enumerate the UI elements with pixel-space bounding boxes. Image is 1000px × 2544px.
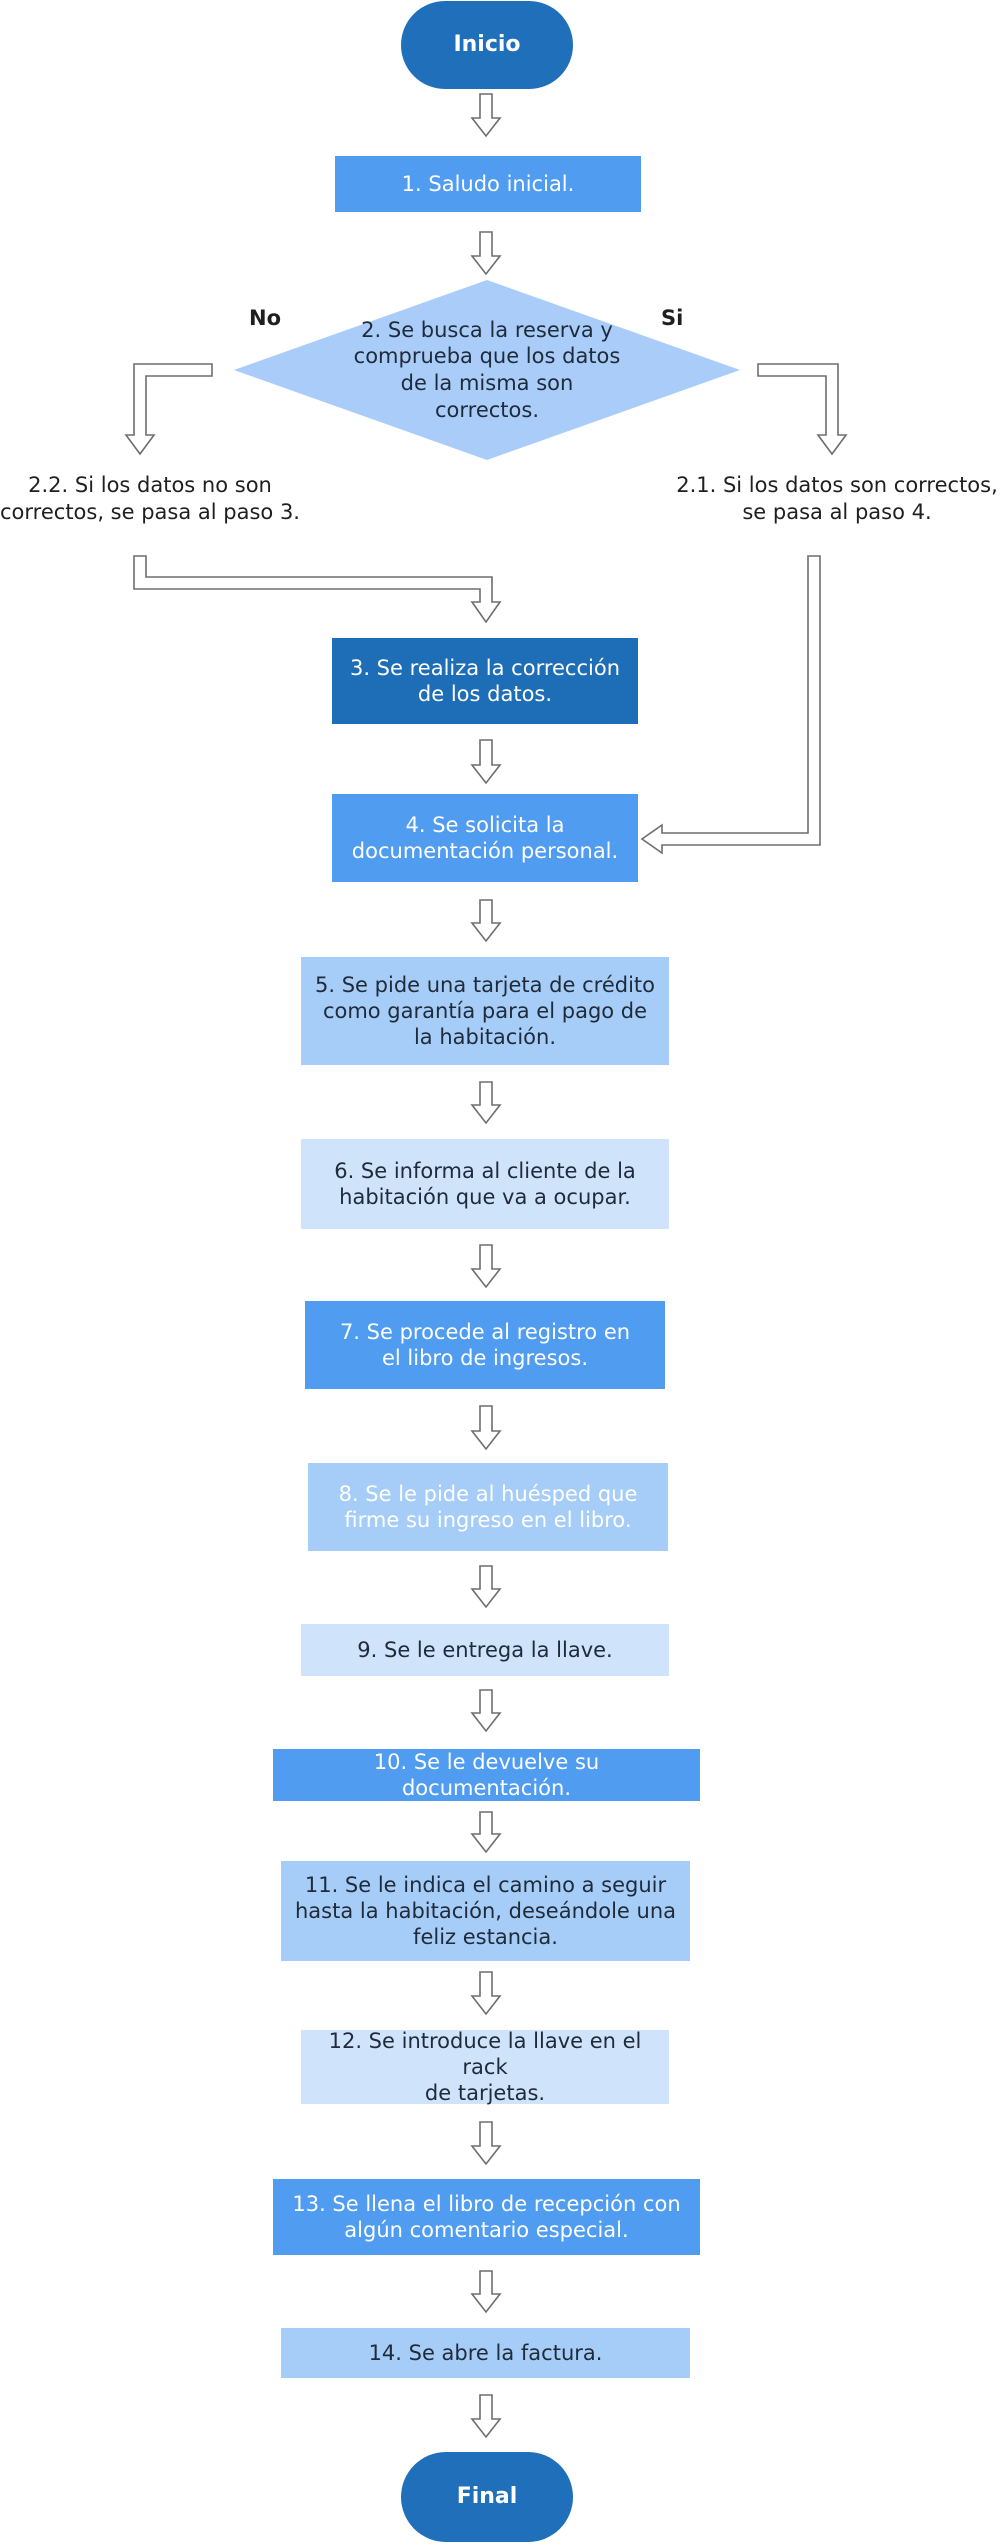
decision-yes-label: Si [661,306,684,330]
branch-no-text: 2.2. Si los datos no son correctos, se p… [0,473,300,525]
arrow-branch-yes-to-step4 [640,555,821,855]
step-5: 5. Se pide una tarjeta de crédito como g… [301,957,669,1065]
decision-shape [234,280,740,460]
step-13: 13. Se llena el libro de recepción con a… [273,2179,700,2255]
arrow-step8-to-step9 [470,1565,502,1609]
decision-diamond: 2. Se busca la reserva y comprueba que l… [234,280,740,460]
step-6: 6. Se informa al cliente de la habitació… [301,1139,669,1229]
step-9: 9. Se le entrega la llave. [301,1624,669,1676]
arrow-step5-to-step6 [470,1081,502,1125]
decision-no-label: No [249,306,282,330]
arrow-step6-to-step7 [470,1244,502,1289]
step-4: 4. Se solicita la documentación personal… [332,794,638,882]
arrow-step13-to-step14 [470,2270,502,2314]
arrow-decision-no [124,363,213,456]
arrow-branch-no-to-step3 [133,555,502,624]
decision-label: 2. Se busca la reserva y comprueba que l… [353,317,621,422]
arrow-step10-to-step11 [470,1811,502,1854]
arrow-step11-to-step12 [470,1971,502,2016]
arrow-step1-to-decision [470,231,502,276]
step-14: 14. Se abre la factura. [281,2328,690,2378]
step-12: 12. Se introduce la llave en el rack de … [301,2029,669,2105]
end-terminal: Final [401,2452,573,2542]
arrow-step4-to-step5 [470,899,502,943]
step-10: 10. Se le devuelve su documentación. [273,1749,700,1801]
arrow-start-to-step1 [470,93,502,138]
arrow-step7-to-step8 [470,1405,502,1451]
step-11: 11. Se le indica el camino a seguir hast… [281,1861,690,1961]
arrow-step9-to-step10 [470,1689,502,1733]
arrow-decision-yes [757,363,848,456]
branch-yes-text: 2.1. Si los datos son correctos, se pasa… [676,473,998,525]
arrow-step3-to-step4 [470,739,502,785]
step-8: 8. Se le pide al huésped que firme su in… [308,1463,668,1551]
arrow-step14-to-end [470,2394,502,2439]
step-7: 7. Se procede al registro en el libro de… [305,1301,665,1389]
step-3: 3. Se realiza la corrección de los datos… [332,638,638,724]
start-terminal: Inicio [401,1,573,89]
step-1: 1. Saludo inicial. [335,156,641,212]
arrow-step12-to-step13 [470,2121,502,2166]
